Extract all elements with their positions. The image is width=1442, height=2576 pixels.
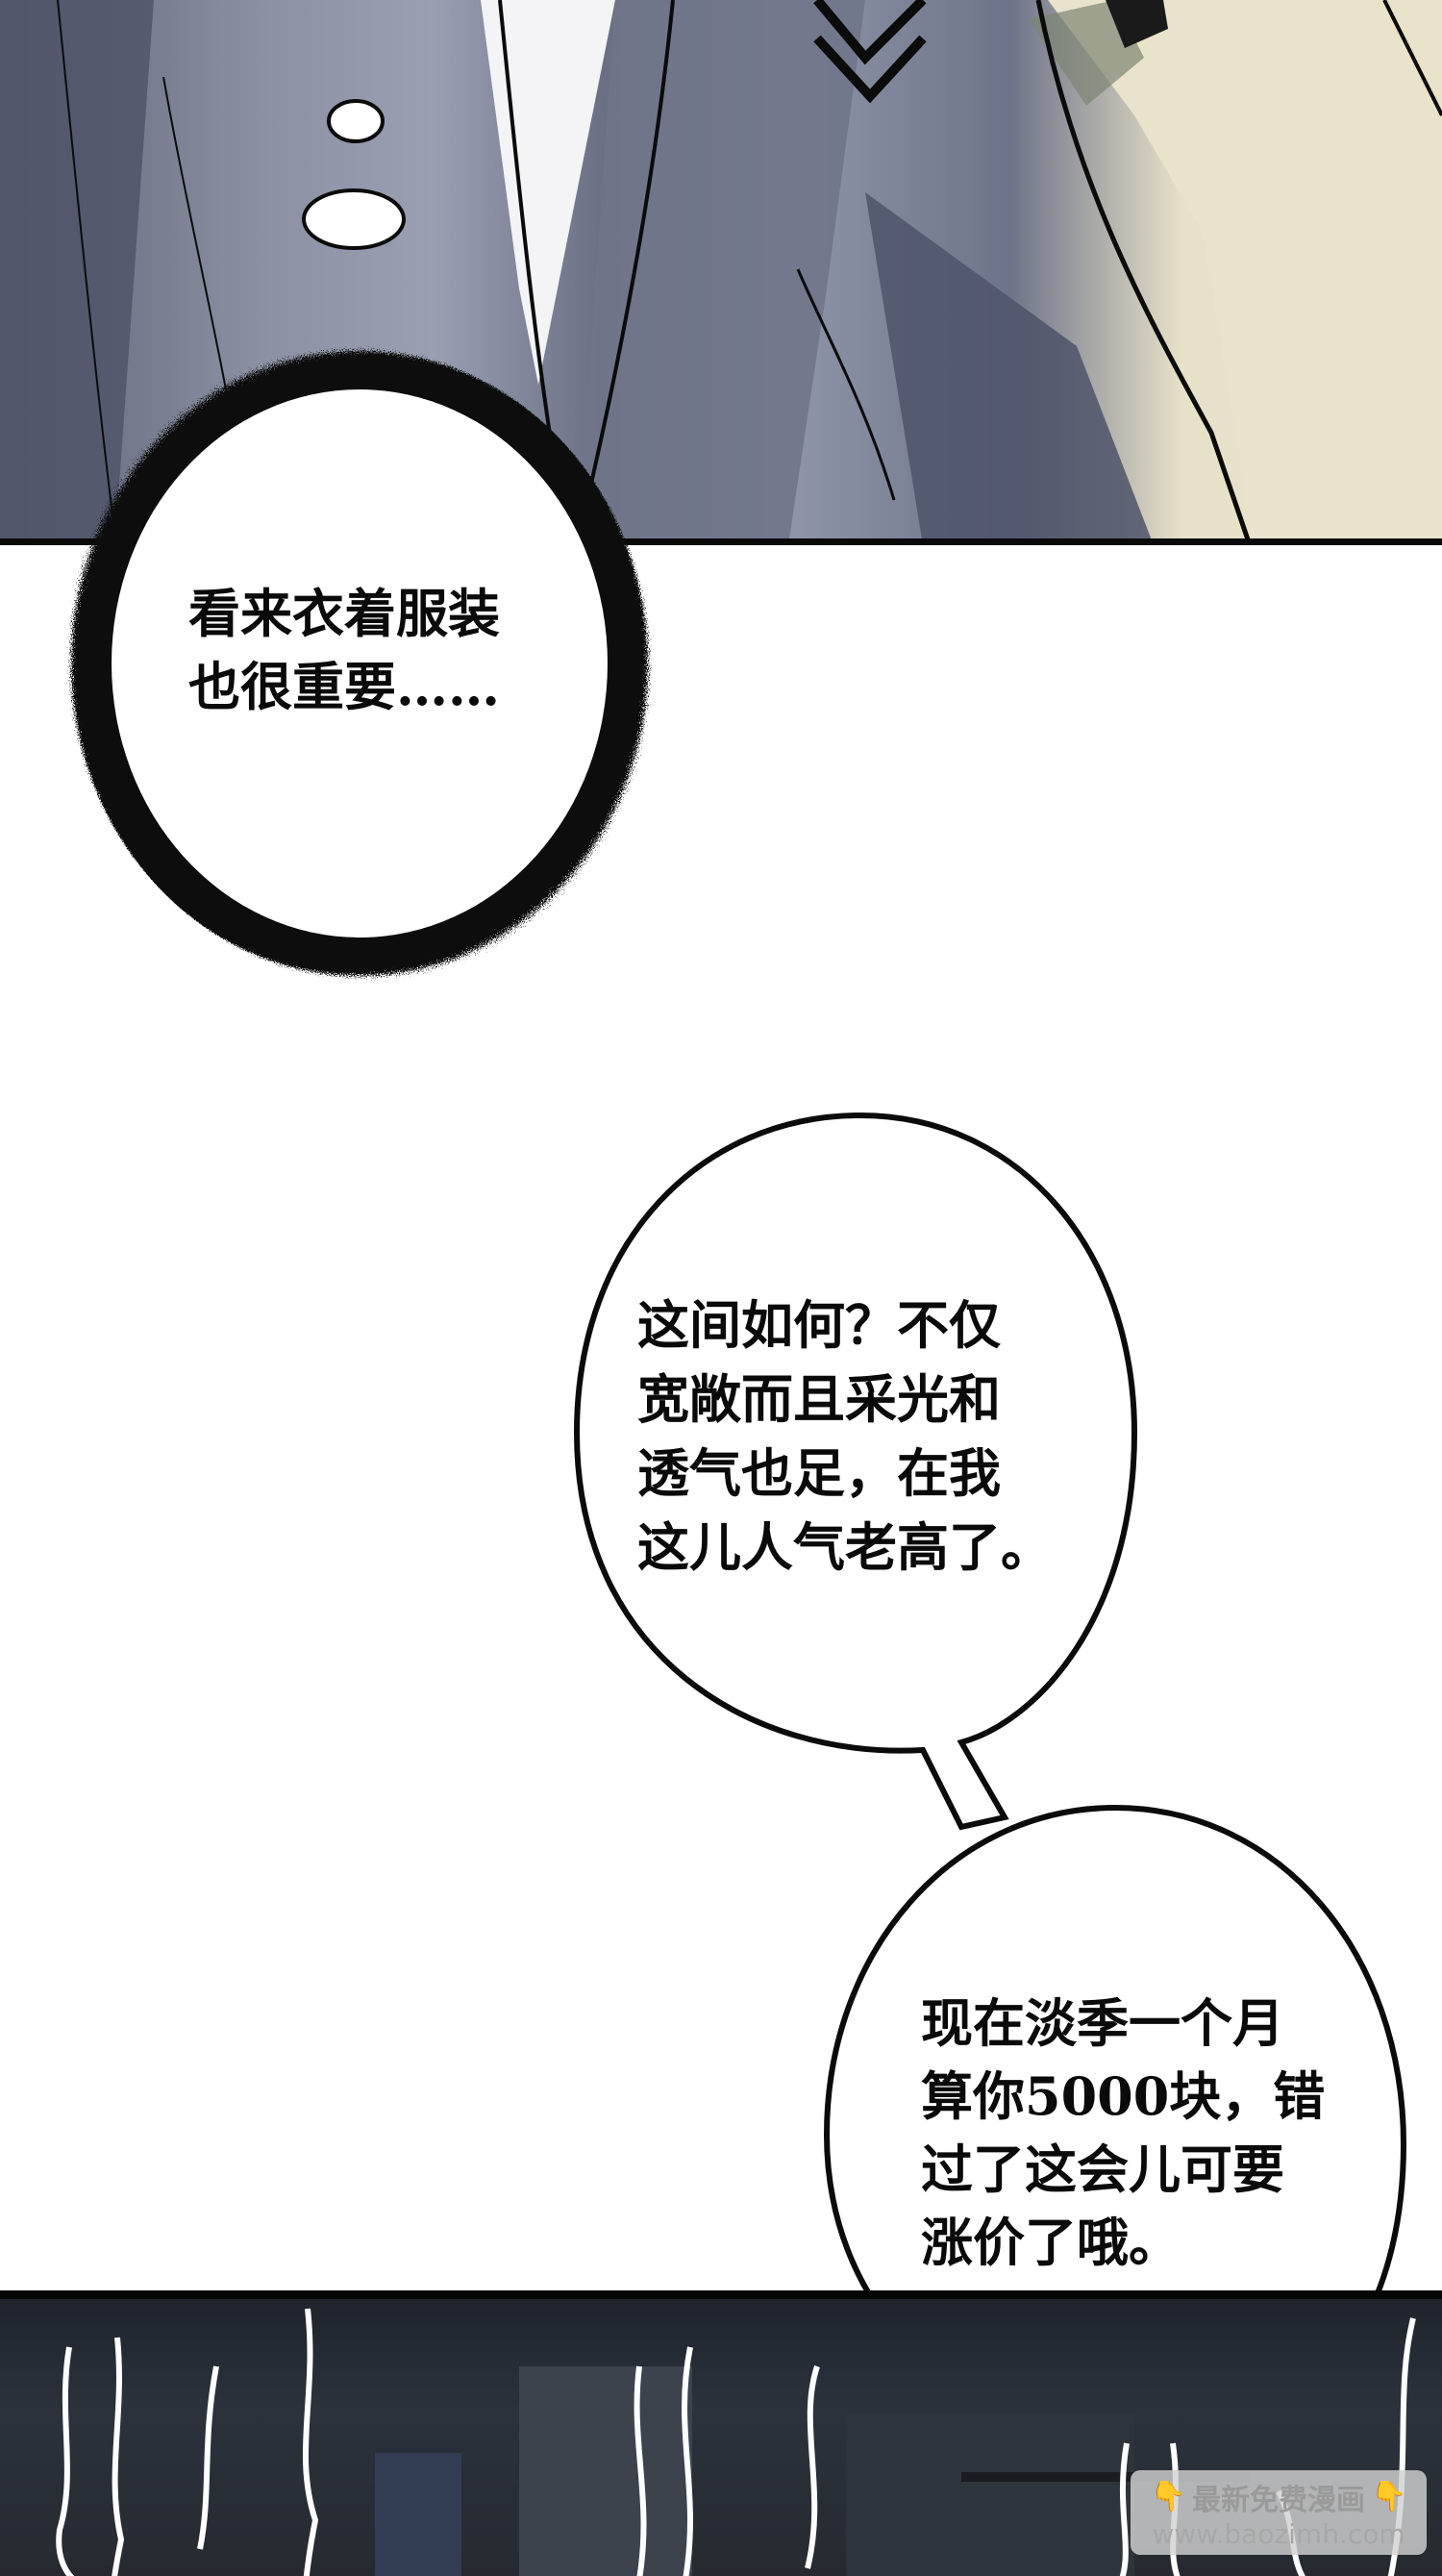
cloth-illustration (0, 0, 1442, 538)
bubble-2-shape (573, 1112, 1138, 1831)
watermark-badge[interactable]: 👇 最新免费漫画 👇 www.baozimh.com (1131, 2470, 1427, 2555)
hand-pointing-down-icon: 👇 (1371, 2480, 1407, 2513)
thought-dot-small (327, 99, 385, 143)
hand-pointing-down-icon: 👇 (1150, 2480, 1186, 2513)
bubble-1-text: 看来衣着服装 也很重要…… (188, 583, 500, 717)
thought-dot-large (302, 188, 406, 250)
chandelier (375, 2453, 461, 2576)
room-illustration (56, 2308, 1416, 2576)
watermark-row-1: 👇 最新免费漫画 👇 (1151, 2476, 1407, 2518)
watermark-title: 最新免费漫画 (1192, 2483, 1365, 2517)
watermark-url[interactable]: www.baozimh.com (1152, 2517, 1405, 2550)
bubble-3-text: 现在淡季一个月 算你5000块，错 过了这会儿可要 涨价了哦。 (921, 1992, 1326, 2273)
panel-top-cloth (0, 0, 1442, 545)
bubble-1-shape (112, 389, 608, 938)
bubble-2-text: 这间如何？不仅 宽敞而且采光和 透气也足，在我 这儿人气老高了。 (637, 1294, 1053, 1578)
